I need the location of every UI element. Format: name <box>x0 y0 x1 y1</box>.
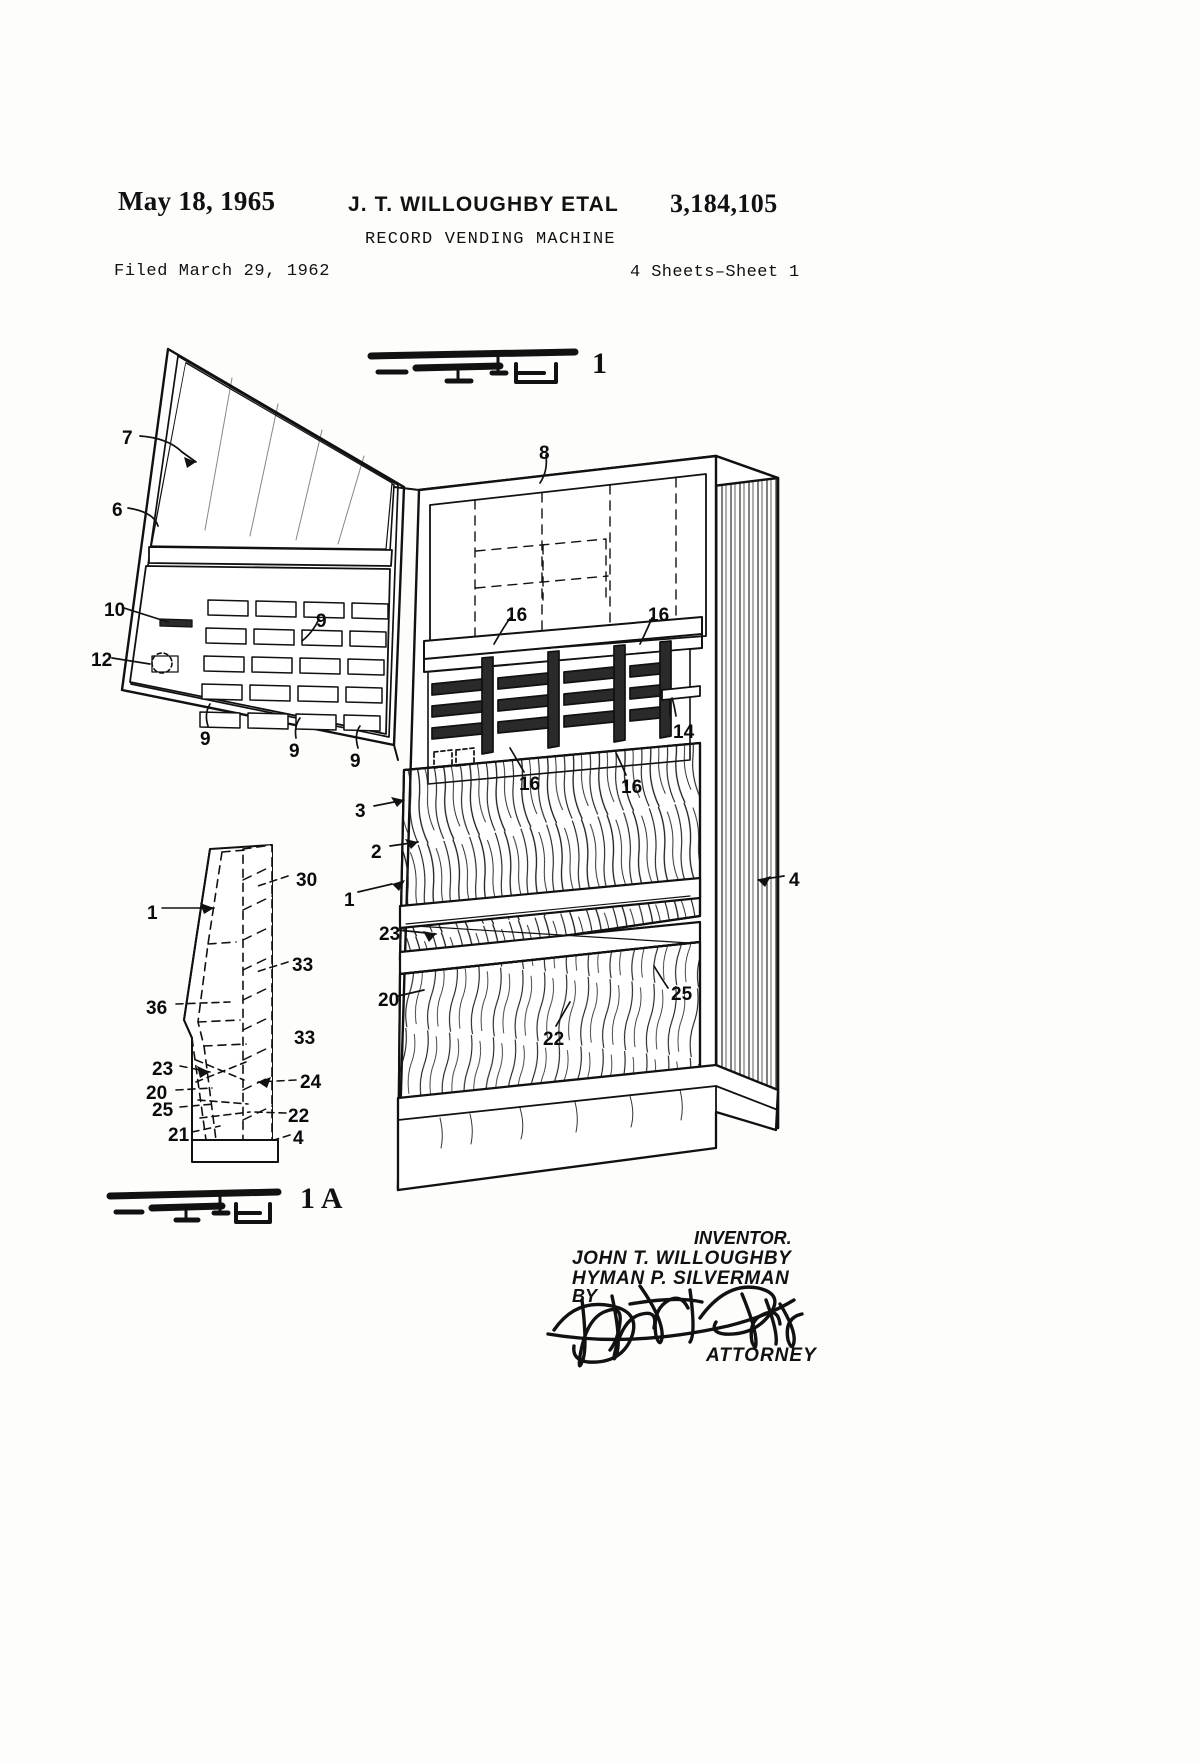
ref-numeral-4-17: 4 <box>789 870 800 891</box>
ref-numeral-22-21: 22 <box>543 1029 565 1050</box>
inventor-name-1: JOHN T. WILLOUGHBY <box>572 1248 792 1269</box>
ref-numeral-7-0: 7 <box>122 428 133 449</box>
ref-numeral-detail-22-9: 22 <box>288 1106 310 1127</box>
ref-numeral-detail-20-5: 20 <box>146 1083 168 1104</box>
ref-numeral-3-14: 3 <box>355 801 366 822</box>
ref-numeral-16-9: 16 <box>506 605 528 626</box>
ref-numeral-16-12: 16 <box>621 777 643 798</box>
fig1-ornamental-label <box>367 348 579 384</box>
ref-numeral-detail-4-10: 4 <box>293 1128 304 1149</box>
ref-numeral-16-11: 16 <box>519 774 541 795</box>
inventor-label: INVENTOR. <box>694 1228 792 1248</box>
ref-numeral-9-4: 9 <box>316 611 327 632</box>
ref-numeral-detail-21-7: 21 <box>168 1125 190 1146</box>
ref-numeral-25-20: 25 <box>671 984 693 1005</box>
ref-numeral-6-1: 6 <box>112 500 123 521</box>
publication-date: May 18, 1965 <box>118 186 276 216</box>
ref-numeral-12-3: 12 <box>91 650 113 671</box>
ref-numeral-1-16: 1 <box>344 890 355 911</box>
inventor-line: J. T. WILLOUGHBY ETAL <box>348 193 619 216</box>
ref-numeral-16-10: 16 <box>648 605 670 626</box>
ref-numeral-detail-30-0: 30 <box>296 870 318 891</box>
ref-numeral-detail-23-4: 23 <box>152 1059 174 1080</box>
filing-date: Filed March 29, 1962 <box>114 262 331 281</box>
ref-numeral-detail-33-2: 33 <box>294 1028 316 1049</box>
inventor-name-2: HYMAN P. SILVERMAN <box>572 1268 790 1289</box>
attorney-signature <box>546 1284 804 1368</box>
figure-1a-number: 1 A <box>300 1182 343 1215</box>
ref-numeral-14-13: 14 <box>673 722 695 743</box>
patent-number: 3,184,105 <box>670 189 778 218</box>
ref-numeral-9-7: 9 <box>350 751 361 772</box>
ref-numeral-8-8: 8 <box>539 443 550 464</box>
invention-title: RECORD VENDING MACHINE <box>365 230 616 249</box>
ref-numeral-2-15: 2 <box>371 842 382 863</box>
ref-numeral-detail-24-8: 24 <box>300 1072 322 1093</box>
attorney-label: ATTORNEY <box>706 1345 817 1366</box>
ref-numeral-10-2: 10 <box>104 600 126 621</box>
sheet-count: 4 Sheets–Sheet 1 <box>630 263 800 282</box>
ref-numeral-23-18: 23 <box>379 924 401 945</box>
ref-numeral-detail-1-11: 1 <box>147 903 158 924</box>
ref-numeral-detail-33-1: 33 <box>292 955 314 976</box>
ref-numeral-9-6: 9 <box>289 741 300 762</box>
by-label: BY <box>572 1286 598 1306</box>
ref-numeral-9-5: 9 <box>200 729 211 750</box>
ref-numeral-detail-25-6: 25 <box>152 1100 174 1121</box>
ref-numeral-20-19: 20 <box>378 990 400 1011</box>
ref-numeral-detail-36-3: 36 <box>146 998 168 1019</box>
fig1a-ornamental-label <box>106 1188 282 1224</box>
figure-1-number: 1 <box>592 347 607 380</box>
fig1a-detail <box>161 844 297 1163</box>
